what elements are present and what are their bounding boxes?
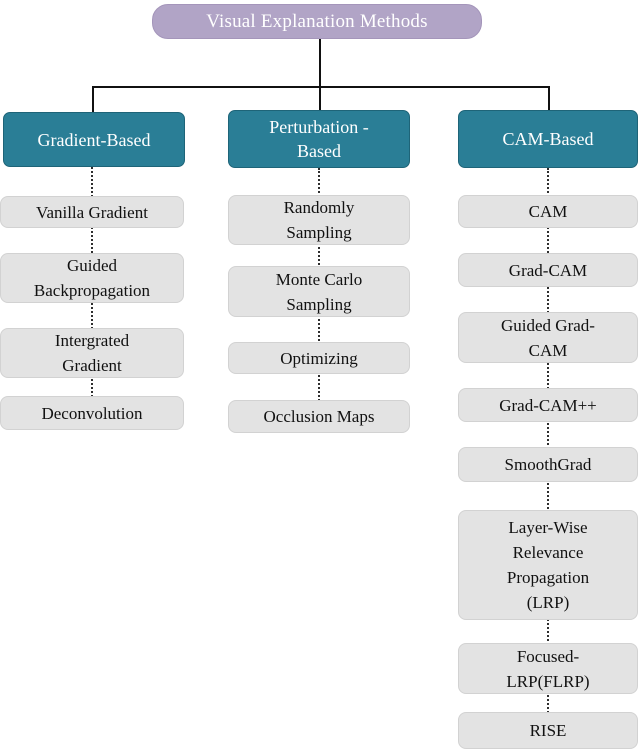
connector-drop-left [92,86,94,112]
connector-drop-right [548,86,550,112]
node-smoothgrad: SmoothGrad [458,447,638,482]
node-grad-cam-plus-plus: Grad-CAM++ [458,388,638,422]
node-grad-cam: Grad-CAM [458,253,638,287]
node-focused-lrp: Focused-LRP(FLRP) [458,643,638,694]
node-vanilla-gradient: Vanilla Gradient [0,196,184,228]
header-cam-based: CAM-Based [458,110,638,168]
root-node: Visual Explanation Methods [152,4,482,39]
node-guided-backpropagation: Guided Backpropagation [0,253,184,303]
node-monte-carlo-sampling: Monte Carlo Sampling [228,266,410,317]
node-rise: RISE [458,712,638,749]
node-layer-wise-relevance-propagation: Layer-Wise Relevance Propagation (LRP) [458,510,638,620]
node-randomly-sampling: Randomly Sampling [228,195,410,245]
node-intergrated-gradient: Intergrated Gradient [0,328,184,378]
node-cam: CAM [458,195,638,228]
header-gradient-based: Gradient-Based [3,112,185,167]
node-deconvolution: Deconvolution [0,396,184,430]
node-occlusion-maps: Occlusion Maps [228,400,410,433]
dotted-spine-cam-based [547,168,549,720]
header-perturbation-based: Perturbation - Based [228,110,410,168]
connector-root-vertical [319,39,321,110]
node-guided-grad-cam: Guided Grad-CAM [458,312,638,363]
node-optimizing: Optimizing [228,342,410,374]
connector-horizontal [92,86,550,88]
